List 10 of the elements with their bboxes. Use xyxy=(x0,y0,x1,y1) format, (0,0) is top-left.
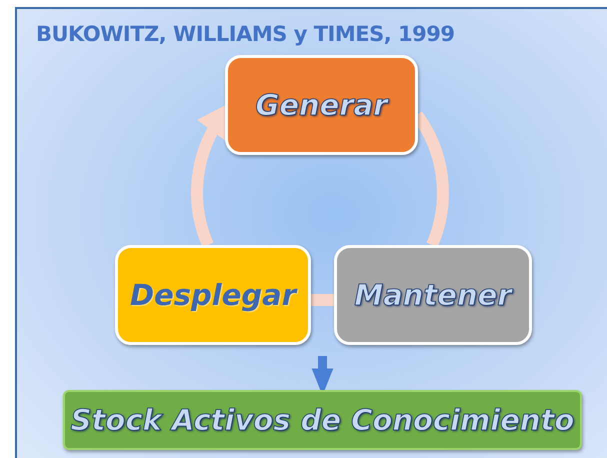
connector-line xyxy=(311,294,334,306)
process-box xyxy=(334,245,532,345)
process-box xyxy=(115,245,311,345)
title: BUKOWITZ, WILLIAMS y TIMES, 1999 xyxy=(36,22,454,46)
box-label: Stock Activos de Conocimiento xyxy=(70,403,574,437)
process-box xyxy=(225,55,418,155)
box-label: Mantener xyxy=(354,278,512,312)
process-box xyxy=(63,390,582,450)
box-label: Desplegar xyxy=(130,278,296,312)
box-label: Generar xyxy=(256,88,388,122)
